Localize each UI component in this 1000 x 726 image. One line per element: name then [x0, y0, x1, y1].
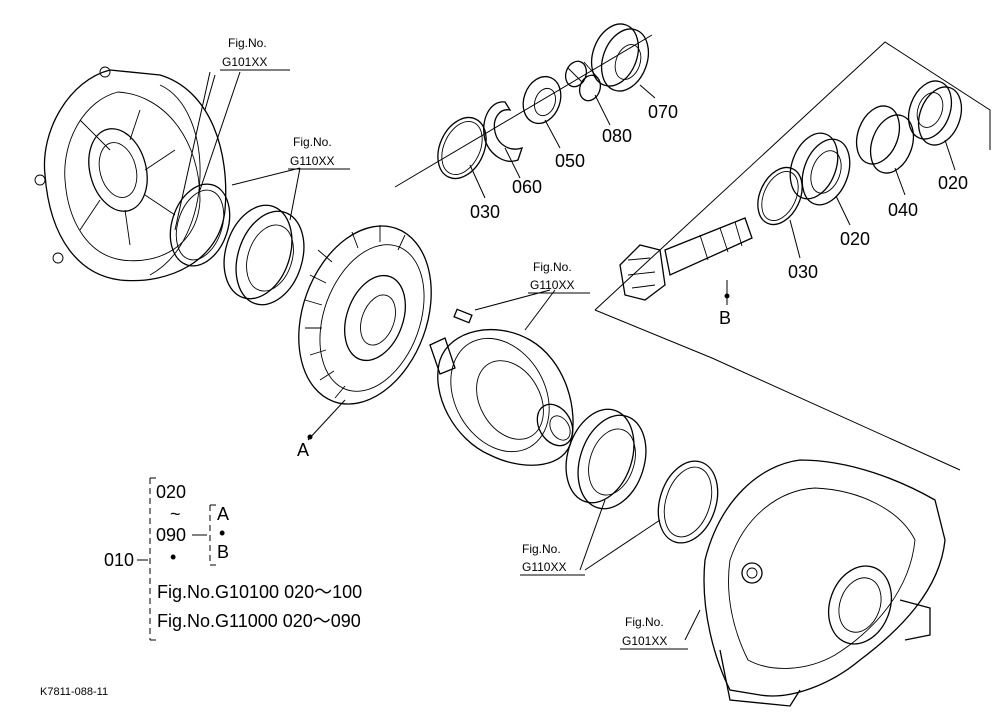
part-number-070: 070: [648, 102, 678, 122]
marker-b: B: [719, 308, 731, 328]
marker-a: A: [297, 440, 309, 460]
part-number-020-mid: 020: [840, 229, 870, 249]
part-number-040: 040: [888, 200, 918, 220]
lower-shim: [657, 460, 719, 544]
fig-ref-lower-right-line1: Fig.No.: [625, 615, 664, 629]
legend-branch-sep: •: [219, 523, 225, 543]
spacer-040: [855, 105, 915, 174]
legend-branch-a: A: [217, 504, 229, 524]
fig-ref-lower-center-line1: Fig.No.: [522, 542, 561, 556]
part-number-050: 050: [555, 151, 585, 171]
part-number-030-top: 030: [470, 202, 500, 222]
fig-ref-left-bearing-line1: Fig.No.: [293, 135, 332, 149]
differential-case: [429, 328, 574, 466]
pinion-shaft: [619, 217, 753, 301]
part-number-080: 080: [602, 126, 632, 146]
seal-070: [590, 23, 650, 92]
nut-050: [522, 75, 562, 125]
left-bearing: [223, 204, 305, 306]
legend-fig-g10100: Fig.No.G10100 020～100: [157, 582, 362, 602]
fig-ref-lower-right-line2: G101XX: [622, 634, 667, 648]
right-gear-housing: [703, 459, 946, 707]
snap-ring-030-top: [437, 116, 487, 180]
part-number-020-right: 020: [938, 173, 968, 193]
right-parts-frame: [594, 41, 991, 471]
fig-ref-top-left-line2: G101XX: [222, 55, 267, 69]
part-number-030-mid: 030: [788, 262, 818, 282]
legend-range-end: 090: [156, 525, 186, 545]
leader-lines: [174, 71, 956, 641]
legend-fig-g11000: Fig.No.G11000 020～090: [157, 611, 361, 631]
bearing-020-mid: [789, 132, 851, 206]
fig-ref-left-bearing-line2: G110XX: [290, 154, 334, 168]
left-housing-cover: [34, 66, 227, 282]
fig-ref-center-line1: Fig.No.: [533, 260, 572, 274]
marker-b-dot: [724, 293, 730, 299]
legend-root-010: 010: [104, 550, 134, 570]
pinion-pin: [453, 308, 473, 324]
fig-ref-center-line2: G110XX: [530, 278, 574, 292]
snap-ring-030-mid: [757, 166, 803, 226]
bearing-020-right: [907, 80, 963, 146]
legend-dot: •: [170, 547, 176, 567]
drawing-code: K7811-088-11: [40, 686, 108, 698]
fig-ref-top-left-line1: Fig.No.: [228, 36, 267, 50]
legend-range-start: 020: [156, 482, 186, 502]
marker-a-dot: [307, 434, 313, 440]
legend-branch-b: B: [217, 542, 229, 562]
legend-tilde: ~: [170, 504, 181, 524]
left-shim: [169, 183, 231, 267]
assembly-legend: 010 020 ~ 090 • A • B Fig.No.G10100 020～…: [104, 477, 362, 641]
ring-gear: [298, 225, 432, 405]
lower-bearing: [565, 408, 647, 510]
circlip-060: [483, 101, 524, 162]
fig-ref-lower-center-line2: G110XX: [522, 560, 566, 574]
part-number-060: 060: [512, 177, 542, 197]
